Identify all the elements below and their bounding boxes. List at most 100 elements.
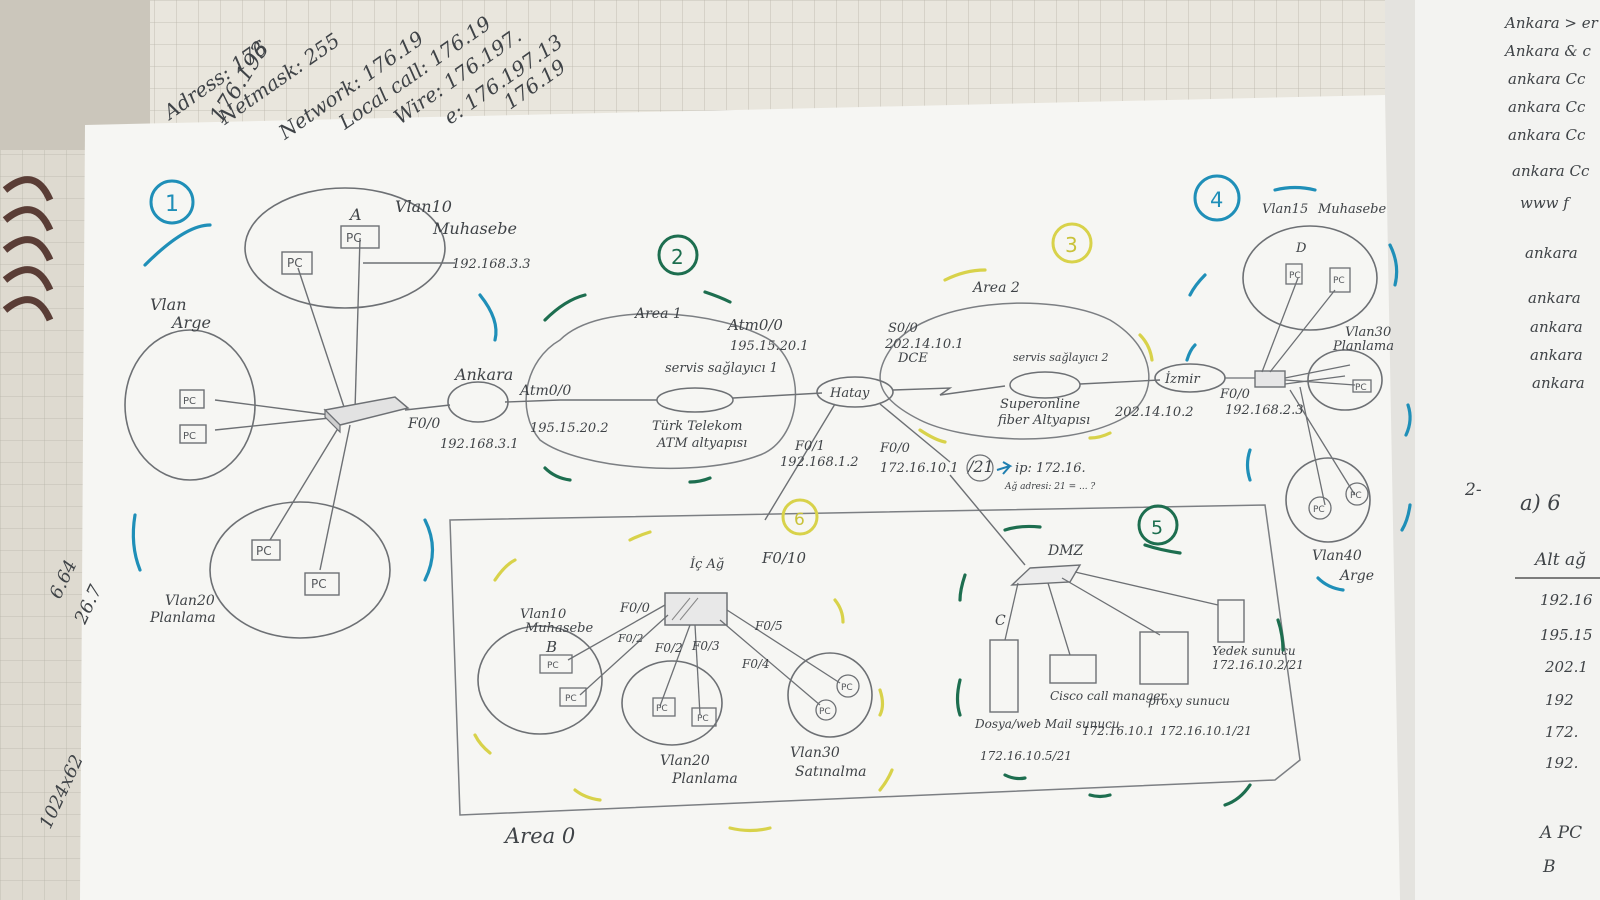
right-note: 192 xyxy=(1545,691,1574,709)
pc-label: PC xyxy=(1313,505,1325,515)
ankara-lan-if: F0/0 xyxy=(407,416,440,432)
area-markers: 1 2 3 4 5 6 xyxy=(149,174,1241,546)
ankara-arge-name: Vlan xyxy=(150,295,187,314)
isp1-name: Türk Telekom xyxy=(652,419,743,434)
ankara-router[interactable] xyxy=(447,381,509,423)
right-note: ankara xyxy=(1530,318,1583,336)
pc-label: PC xyxy=(256,544,272,558)
izmir-links xyxy=(1225,277,1356,506)
ankara-vlan20-circle xyxy=(209,501,391,639)
hatay-f00-ip: 172.16.10.1 xyxy=(880,461,959,476)
izmir-vlan15-circle xyxy=(1242,225,1378,331)
hatay-router[interactable] xyxy=(816,376,894,408)
izmir-wan-ip: 202.14.10.2 xyxy=(1114,405,1194,420)
hatay-note: ip: 172.16. xyxy=(1015,461,1086,476)
isp2-link xyxy=(1079,379,1161,385)
ankara-labels: A Vlan10 Muhasebe 192.168.3.3 Vlan Arge … xyxy=(149,197,609,626)
dmz-links xyxy=(1004,571,1219,656)
dmz-server-2-ip: 172.16.10.1 xyxy=(1082,724,1155,738)
izmir-vlan30-dept: Planlama xyxy=(1332,339,1394,354)
hatay-router-label: Hatay xyxy=(829,386,870,401)
ankara-vlan20-dept: Planlama xyxy=(149,610,216,626)
host-c-label: C xyxy=(995,613,1006,629)
local-vlan10-circle xyxy=(477,625,603,735)
server-icon xyxy=(1049,654,1097,684)
area-marker-1: 1 xyxy=(149,179,195,225)
isp2-cloud xyxy=(1009,371,1081,399)
pc-label: PC xyxy=(183,431,196,442)
right-note: ankara Cc xyxy=(1508,98,1586,116)
spiral-binding xyxy=(2,176,54,322)
pc-icon xyxy=(304,572,340,596)
right-note: Alt ağ xyxy=(1533,550,1586,570)
pc-icon xyxy=(691,707,717,727)
hatay-s0-ip: 202.14.10.1 xyxy=(884,337,964,352)
dmz-server-1-name: Dosya/web Mail sunucu xyxy=(974,717,1120,731)
pc-label: PC xyxy=(819,707,831,717)
area-0-boundary xyxy=(449,504,1301,816)
right-note: 192. xyxy=(1545,754,1578,772)
right-note: ankara xyxy=(1528,289,1581,307)
pc-icon xyxy=(281,251,313,275)
hatay-f01: F0/1 xyxy=(794,439,825,454)
izmir-lan-ip: 192.168.2.3 xyxy=(1225,403,1304,418)
marker-number: 4 xyxy=(1210,188,1223,212)
pc-label: PC xyxy=(287,256,303,270)
right-note: ankara xyxy=(1525,244,1578,262)
isp1-labels: servis sağlayıcı 1 Türk Telekom ATM alty… xyxy=(633,306,809,451)
pc-icon xyxy=(836,674,860,698)
pc-icon xyxy=(1308,496,1332,520)
local-pc-labels: PC PC PC PC PC PC xyxy=(547,661,853,724)
ankara-vlan20-name: Vlan20 xyxy=(165,593,215,609)
hatay-labels: Hatay F0/1 192.168.1.2 F0/0 172.16.10.1 … xyxy=(780,321,1095,492)
isp1-atm-ip: 195.15.20.1 xyxy=(730,339,809,354)
pc-icon xyxy=(559,687,587,707)
pc-icon xyxy=(179,389,205,409)
izmir-pcs xyxy=(1285,263,1372,520)
local-port-f02: F0/2 xyxy=(617,632,643,645)
ankara-lan-ip: 192.168.3.1 xyxy=(440,437,519,452)
local-port-f04: F0/4 xyxy=(741,657,770,671)
mask-circle-mark xyxy=(966,454,994,482)
hatay-f00: F0/0 xyxy=(879,441,910,456)
server-icon xyxy=(1217,599,1245,643)
pc-icon xyxy=(251,539,281,561)
izmir-switch[interactable] xyxy=(1254,370,1286,388)
ankara-switch[interactable] xyxy=(323,396,410,434)
local-switch[interactable] xyxy=(664,592,728,626)
isp2-provider: servis sağlayıcı 2 xyxy=(1013,351,1109,364)
right-page-notes-lower: 2- a) 6 Alt ağ 192.16 195.15 202.1 192 1… xyxy=(1464,480,1593,877)
right-note: ankara xyxy=(1532,374,1585,392)
drawing-paper xyxy=(80,95,1400,900)
pc-label: PC xyxy=(841,683,853,693)
marker-number: 1 xyxy=(165,192,179,217)
ankara-vlan10-name: Vlan10 xyxy=(395,197,452,216)
hatay-s0-if: S0/0 xyxy=(888,321,918,336)
izmir-pc-labels: PC PC PC PC PC xyxy=(1289,271,1367,515)
host-d-label: D xyxy=(1295,241,1307,256)
area-marker-5: 5 xyxy=(1137,504,1179,546)
ankara-arge-dept: Arge xyxy=(170,313,211,332)
pc-icon xyxy=(1329,267,1351,293)
right-notes-page xyxy=(1385,0,1600,900)
local-vlan20-circle xyxy=(621,660,723,746)
right-note: Ankara & c xyxy=(1503,42,1592,60)
right-note: a) 6 xyxy=(1520,491,1561,515)
hatay-dce: DCE xyxy=(897,351,928,366)
dmz-server-1-ip: 172.16.10.5/21 xyxy=(980,749,1072,763)
izmir-vlan15-name: Vlan15 xyxy=(1262,202,1308,217)
right-note: 172. xyxy=(1545,723,1578,741)
pc-label: PC xyxy=(1289,271,1301,281)
isp2-infra: fiber Altyapısı xyxy=(997,413,1090,428)
pc-label: PC xyxy=(1333,276,1345,286)
marker-number: 5 xyxy=(1151,517,1163,539)
area-marker-2: 2 xyxy=(657,234,699,276)
ankara-atm-ip: 195.15.20.2 xyxy=(530,421,609,436)
pc-icon xyxy=(1352,379,1372,393)
izmir-vlans xyxy=(1242,225,1383,543)
pc-label: PC xyxy=(547,661,559,671)
area-marker-6: 6 xyxy=(781,498,819,536)
local-vlan30-dept: Satınalma xyxy=(795,764,867,780)
pc-icon xyxy=(815,699,837,721)
right-note: B xyxy=(1542,857,1556,877)
